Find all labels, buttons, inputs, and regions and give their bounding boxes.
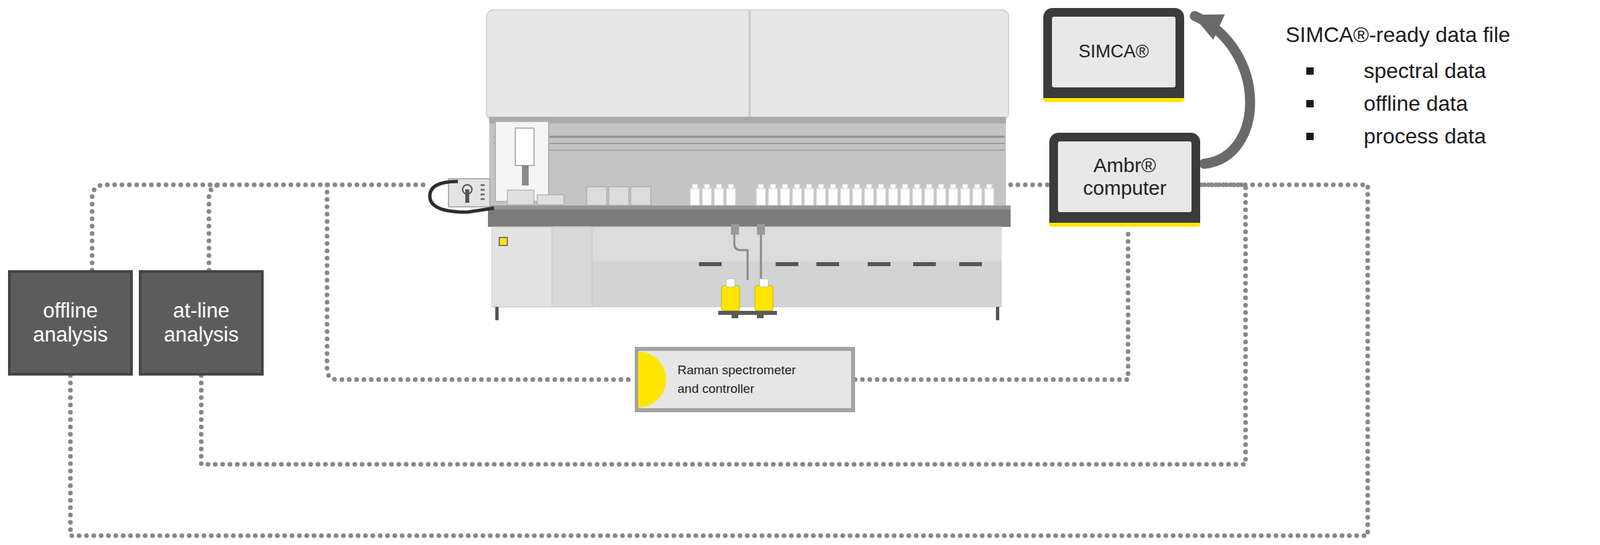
indicator-half-circle: [638, 351, 667, 408]
bullet-square: [1306, 100, 1314, 108]
bullet-item: offline data: [1363, 91, 1468, 117]
node-label: offline analysis: [17, 299, 125, 347]
node-label: at-line analysis: [148, 299, 255, 347]
monitor-screen: Ambr® computer: [1057, 141, 1192, 213]
dotted-link: [92, 184, 1050, 380]
dotted-connector: [70, 184, 1369, 537]
dotted-connector: [855, 226, 1129, 380]
node-label: SIMCA®: [1078, 41, 1149, 63]
software-monitor: SIMCA®: [1043, 8, 1185, 103]
file-caption: SIMCA®-ready data file: [1285, 22, 1511, 48]
export-arrow: [1194, 16, 1251, 165]
bullet-square: [1306, 132, 1314, 141]
bullet-item: spectral data: [1363, 58, 1486, 84]
monitor-screen: SIMCA®: [1051, 16, 1176, 88]
analysis-box: offline analysis: [8, 270, 133, 376]
node-label: Ambr® computer: [1074, 154, 1175, 201]
computer-monitor: Ambr® computer: [1049, 132, 1201, 227]
bullet-square: [1306, 67, 1314, 75]
bullet-item: process data: [1363, 124, 1486, 149]
spectrometer-box: Raman spectrometer and controller: [634, 347, 856, 413]
node-label: Raman spectrometer and controller: [677, 361, 812, 398]
analysis-box: at-line analysis: [138, 270, 264, 376]
